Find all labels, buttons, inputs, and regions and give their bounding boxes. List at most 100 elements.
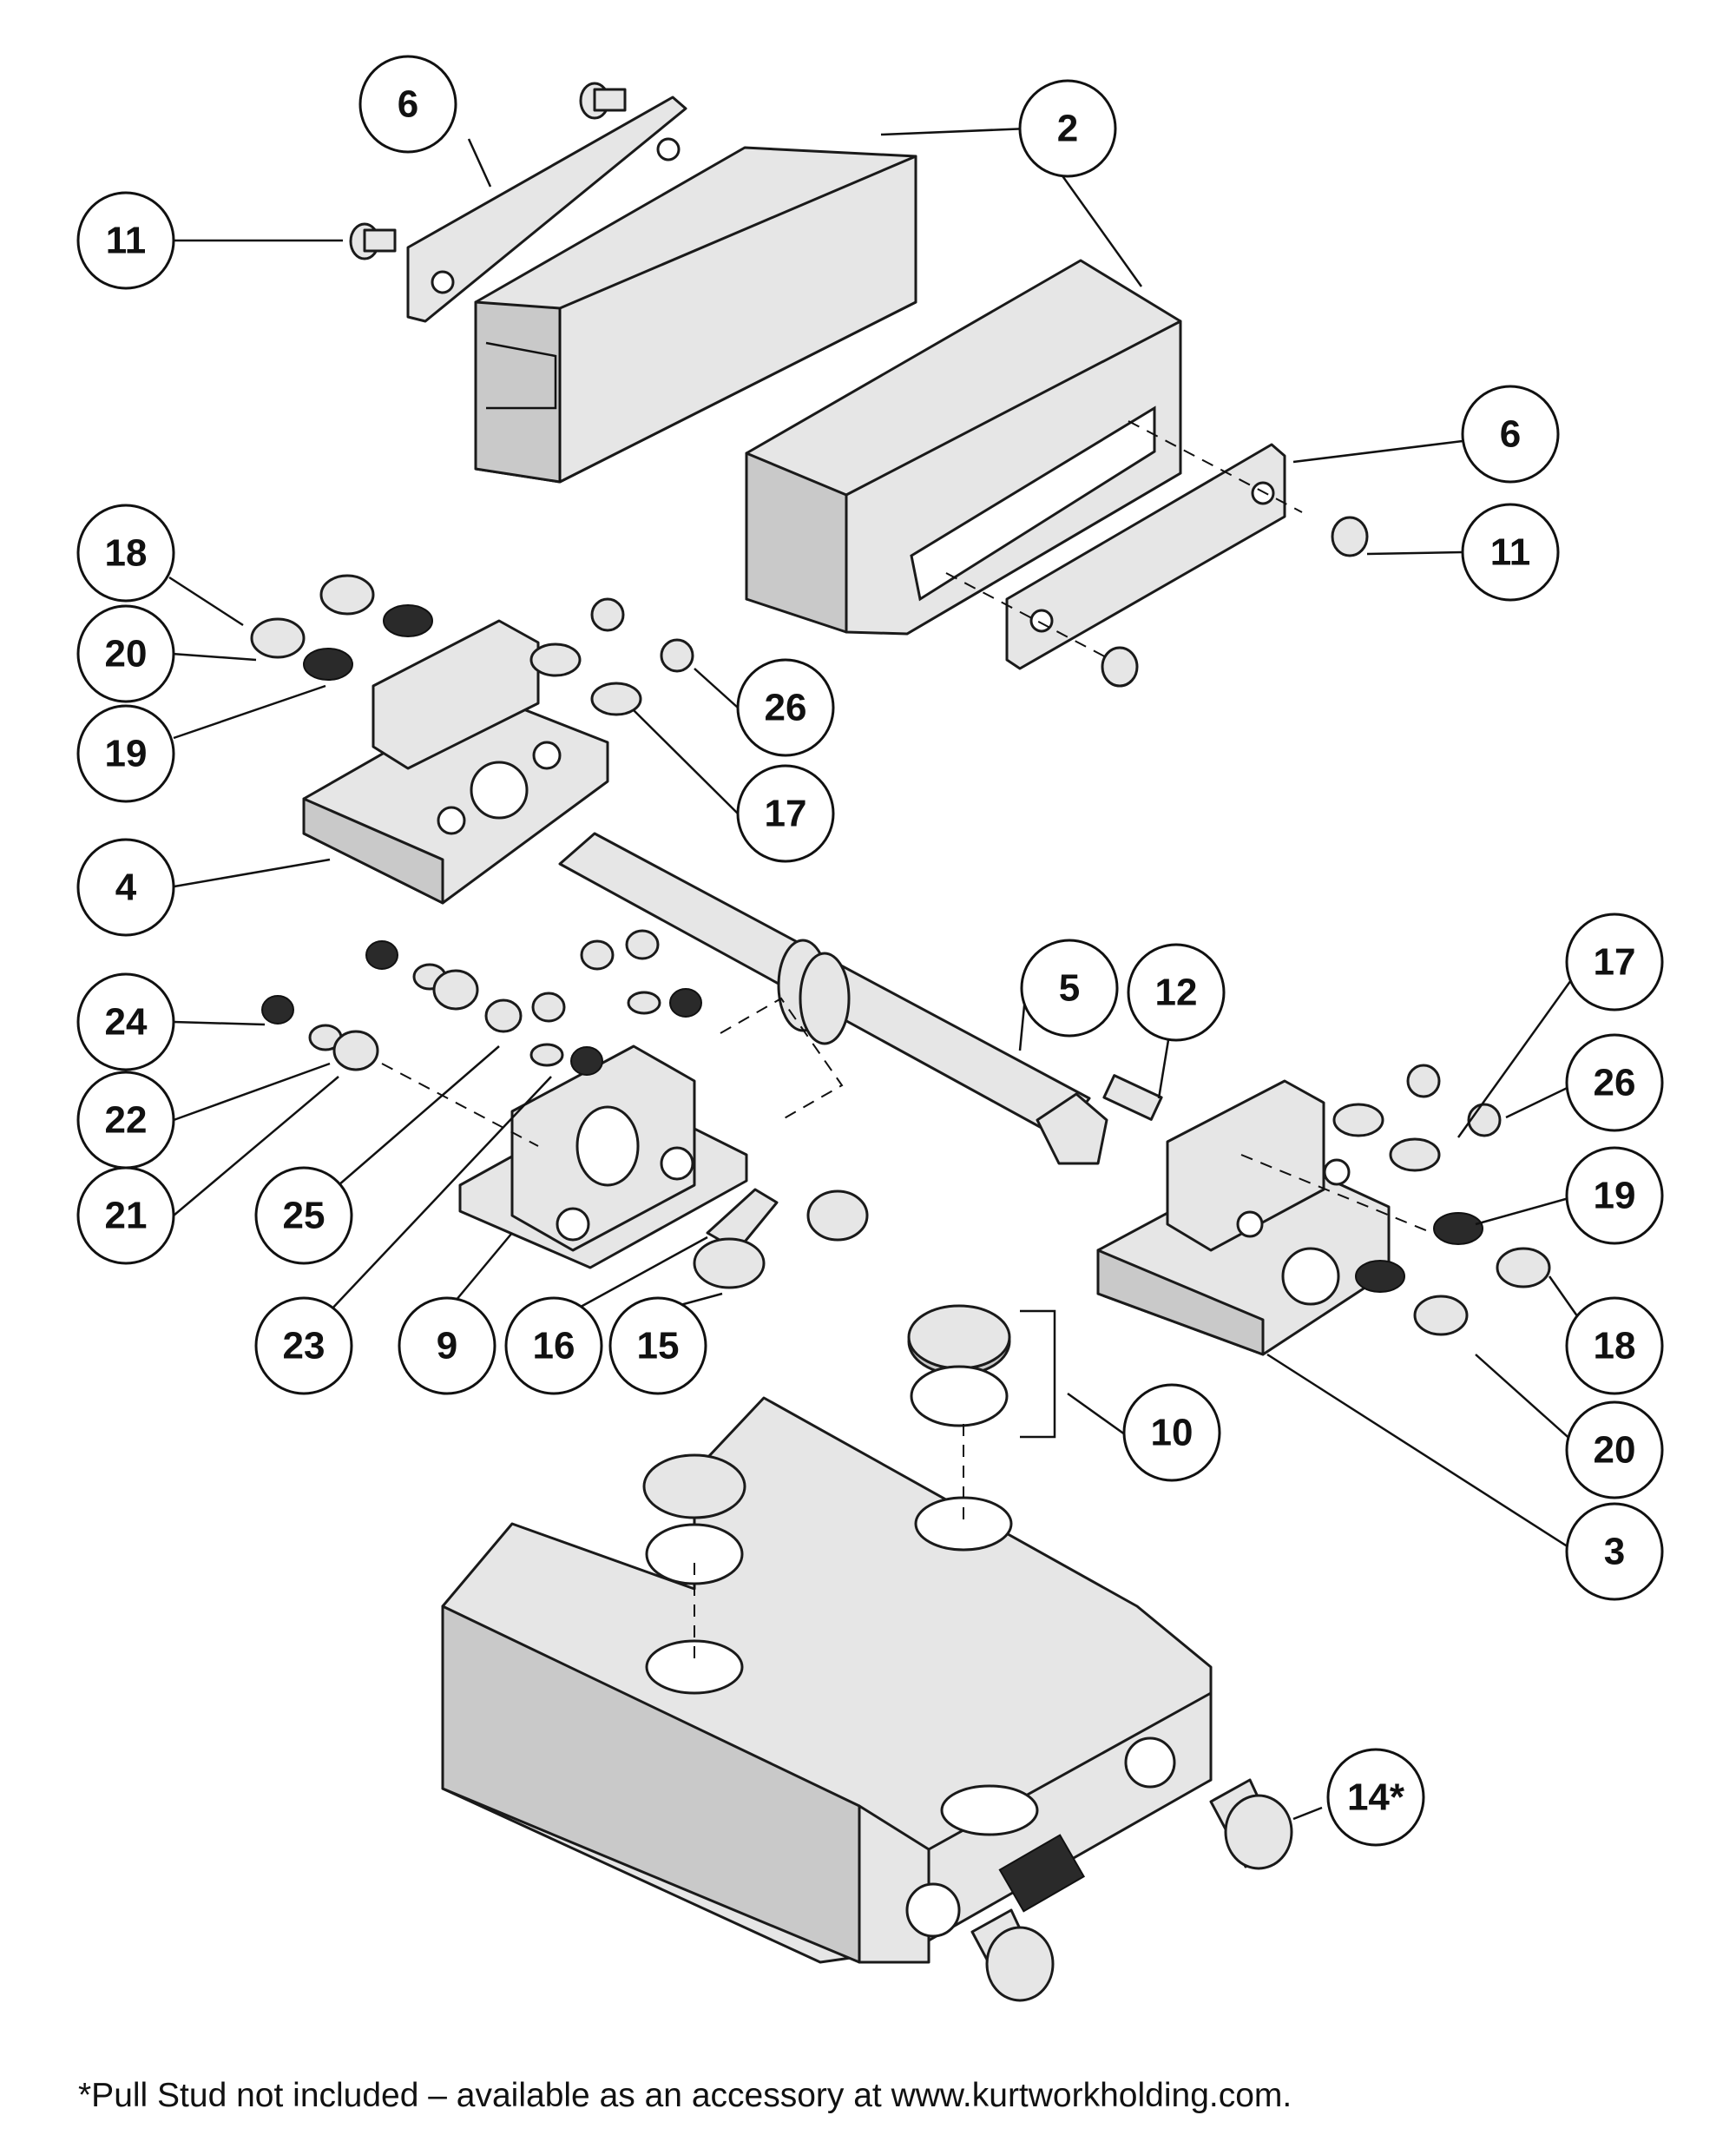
callout-18: 18 [1565, 1296, 1664, 1395]
callout-circle [1565, 1296, 1664, 1395]
callout-20: 20 [1565, 1400, 1664, 1499]
callout-10: 10 [1122, 1383, 1221, 1482]
footnote-pull-stud: *Pull Stud not included – available as a… [78, 2077, 1292, 2114]
callout-circle [1461, 503, 1560, 602]
callout-3: 3 [1565, 1502, 1664, 1601]
callout-label: 5 [1059, 967, 1080, 1010]
callout-circle [1565, 1400, 1664, 1499]
callout-19: 19 [1565, 1146, 1664, 1245]
callout-25: 25 [254, 1166, 353, 1265]
callout-label: 4 [115, 867, 137, 909]
jaw-slide-right [1096, 1079, 1391, 1356]
vise-base [441, 1396, 1213, 1964]
callout-9: 9 [398, 1296, 496, 1395]
callout-16: 16 [504, 1296, 603, 1395]
callout-18: 18 [76, 504, 175, 603]
callout-24: 24 [76, 972, 175, 1071]
callout-14star: 14* [1326, 1748, 1425, 1847]
callout-19: 19 [76, 704, 175, 803]
small-parts-left [250, 574, 694, 716]
callout-21: 21 [76, 1166, 175, 1265]
callout-label: 18 [1594, 1325, 1636, 1367]
callout-circle [608, 1296, 707, 1395]
callout-circle [1018, 79, 1117, 178]
pin-12 [1102, 1074, 1163, 1121]
callout-circle [76, 1166, 175, 1265]
callout-circle [1326, 1748, 1425, 1847]
callout-label: 19 [1594, 1175, 1636, 1217]
cap-10 [907, 1304, 1011, 1427]
callout-label: 26 [1594, 1062, 1636, 1104]
callout-circle [1565, 913, 1664, 1011]
callout-20: 20 [76, 604, 175, 703]
callout-circle [736, 658, 835, 757]
callout-circle [254, 1296, 353, 1395]
callout-label: 14* [1347, 1776, 1405, 1819]
callout-label: 21 [105, 1195, 148, 1237]
center-block [458, 1044, 748, 1269]
callout-6: 6 [358, 55, 457, 154]
callout-label: 6 [1500, 413, 1521, 456]
callout-label: 18 [105, 532, 148, 575]
callout-label: 26 [765, 687, 807, 729]
screw-11-top-left [349, 82, 627, 260]
callout-label: 20 [1594, 1429, 1636, 1472]
callout-circle [1122, 1383, 1221, 1482]
callout-label: 2 [1057, 108, 1078, 150]
callout-circle [76, 504, 175, 603]
callout-circle [76, 838, 175, 937]
callout-circle [76, 704, 175, 803]
callout-label: 11 [106, 220, 147, 262]
callout-26: 26 [736, 658, 835, 757]
callout-label: 9 [437, 1325, 457, 1367]
callout-label: 3 [1604, 1531, 1625, 1573]
callouts: 6 2 11 6 11 18 20 19 26 17 4 5 12 17 26 24 22 21 25 19 18 23 9… [76, 55, 1664, 1847]
callout-2: 2 [1018, 79, 1117, 178]
callout-label: 17 [1594, 941, 1636, 984]
lead-screw [558, 832, 1108, 1165]
callout-circle [76, 972, 175, 1071]
callout-label: 16 [533, 1325, 575, 1367]
cap-base-left [642, 1453, 746, 1585]
screw-11-right [1101, 516, 1369, 688]
screws-center [261, 929, 869, 1289]
jaw-block-right [745, 259, 1182, 636]
callout-circle [1461, 385, 1560, 484]
callout-circle [76, 604, 175, 703]
small-parts-right [1332, 1064, 1551, 1336]
callout-circle [76, 191, 175, 290]
jaw-block-left [474, 146, 917, 484]
callout-label: 15 [637, 1325, 680, 1367]
callout-4: 4 [76, 838, 175, 937]
callout-label: 25 [283, 1195, 326, 1237]
callout-label: 24 [105, 1001, 148, 1044]
callout-circle [358, 55, 457, 154]
callout-label: 17 [765, 793, 807, 835]
callout-circle [736, 764, 835, 863]
callout-circle [1565, 1033, 1664, 1132]
callout-circle [1127, 943, 1226, 1042]
callout-label: 10 [1151, 1412, 1194, 1454]
callout-label: 20 [105, 633, 148, 675]
callout-17: 17 [1565, 913, 1664, 1011]
callout-23: 23 [254, 1296, 353, 1395]
callout-label: 12 [1155, 972, 1198, 1014]
callout-label: 22 [105, 1099, 148, 1142]
callout-label: 23 [283, 1325, 326, 1367]
callout-circle [504, 1296, 603, 1395]
jaw-plate-left [406, 96, 687, 323]
callout-22: 22 [76, 1071, 175, 1170]
callout-26: 26 [1565, 1033, 1664, 1132]
callout-12: 12 [1127, 943, 1226, 1042]
pull-stud-bottom [970, 1908, 1055, 2002]
jaw-slide-left [302, 619, 609, 905]
callout-15: 15 [608, 1296, 707, 1395]
callout-11: 11 [1461, 503, 1560, 602]
callout-label: 19 [105, 733, 148, 775]
callout-label: 6 [398, 83, 418, 126]
callout-circle [1565, 1502, 1664, 1601]
callout-17: 17 [736, 764, 835, 863]
callout-circle [1020, 939, 1119, 1038]
callout-11: 11 [76, 191, 175, 290]
